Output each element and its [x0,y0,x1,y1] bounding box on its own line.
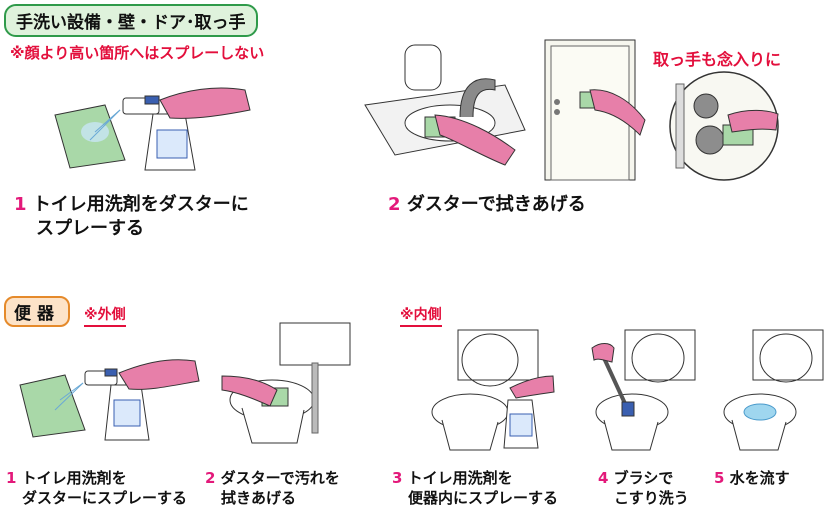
step-text-line2: ダスターにスプレーする [22,489,188,507]
section-title-handwash: 手洗い設備・壁・ドア･取っ手 [4,4,258,37]
step-number: 1 [6,469,17,487]
bottom-step-3: 3 トイレ用洗剤を 便器内にスプレーする [392,468,558,508]
step-text-line1: トイレ用洗剤をダスターに [32,194,249,215]
handle-note: 取っ手も念入りに [653,50,782,69]
step-text-line2: こすり洗う [614,489,689,507]
illustration-door-handle [669,71,779,181]
step-number: 3 [392,469,403,487]
illustration-flush-toilet [723,329,824,451]
illustration-brush-toilet [591,329,696,451]
illustration-spray-toilet-inside [431,329,555,451]
step-number: 1 [14,194,27,215]
bottom-step-5: 5 水を流す [714,468,790,488]
outside-label: ※外側 [84,304,126,327]
illustration-door [544,39,646,181]
step-text-line1: ダスターで汚れを [220,469,340,487]
step-number: 2 [388,194,401,215]
section-title-toilet: 便器 [4,296,70,327]
step-text-line1: 水を流す [729,469,790,487]
step-text-line1: ダスターで拭きあげる [406,194,586,215]
top-step-1: 1 トイレ用洗剤をダスターに スプレーする [14,193,249,241]
step-number: 5 [714,469,725,487]
step-text-line1: トイレ用洗剤を [407,469,513,487]
step-text-line1: ブラシで [613,469,674,487]
illustration-wipe-toilet-outside [221,322,351,444]
step-text-line2: 便器内にスプレーする [408,489,559,507]
step-text-line2: 拭きあげる [221,489,297,507]
bottom-step-2: 2 ダスターで汚れを 拭きあげる [205,468,340,508]
inside-label: ※内側 [400,304,442,327]
top-step-2: 2 ダスターで拭きあげる [388,193,586,217]
step-number: 2 [205,469,216,487]
warning-note: ※顔より高い箇所へはスプレーしない [10,44,265,62]
illustration-spray-duster [54,87,251,171]
step-text-line2: スプレーする [36,218,144,239]
illustration-spray-duster-toilet [19,359,200,441]
step-number: 4 [598,469,609,487]
illustration-sink [364,44,526,166]
step-text-line1: トイレ用洗剤を [21,469,127,487]
bottom-step-1: 1 トイレ用洗剤を ダスターにスプレーする [6,468,187,508]
bottom-step-4: 4 ブラシで こすり洗う [598,468,689,508]
